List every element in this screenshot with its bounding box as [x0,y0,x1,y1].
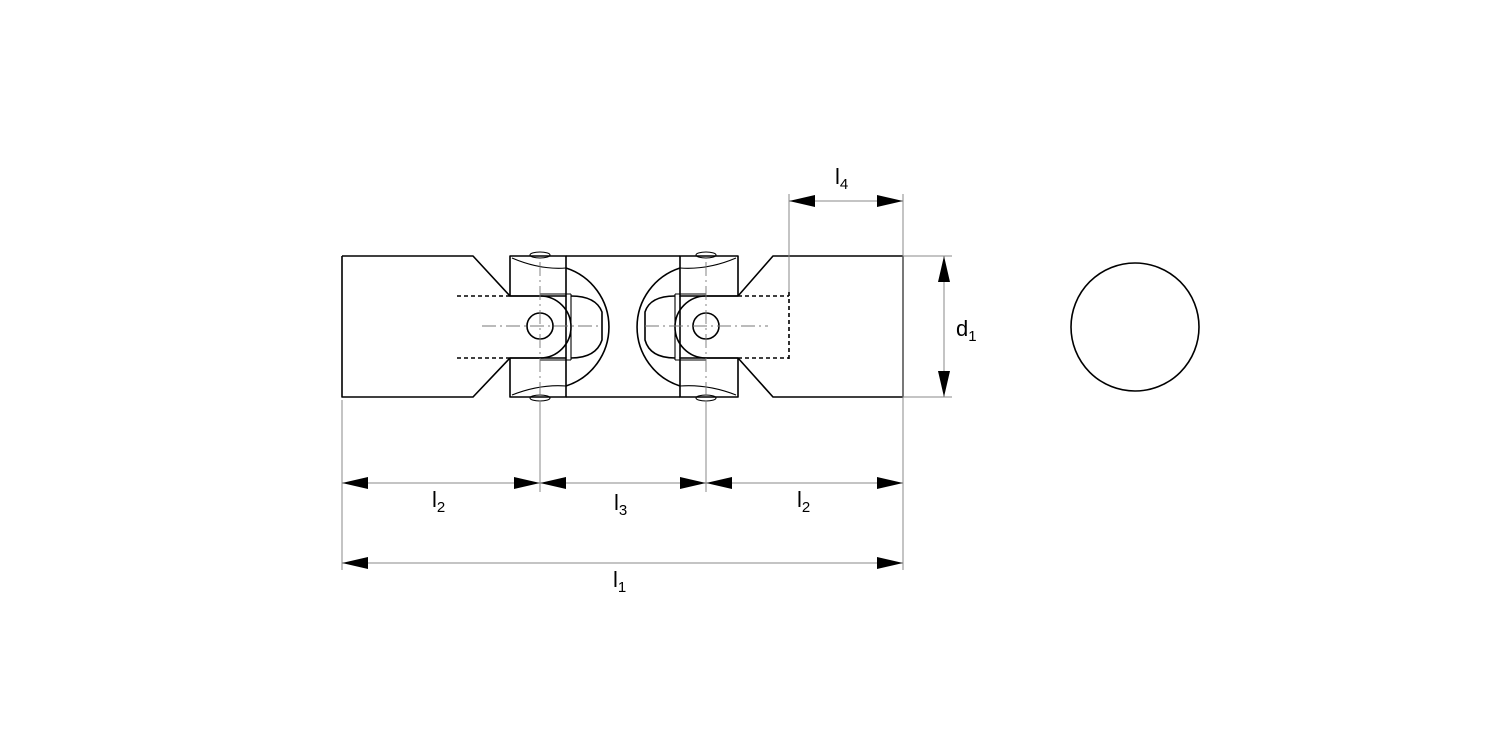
extension-lines [341,194,952,570]
dimension-l1 [342,557,903,569]
left-joint [509,251,610,402]
label-l3: l3 [614,490,628,519]
label-l2-right: l2 [797,487,811,516]
center-lines [482,262,768,400]
right-joint [636,251,739,402]
dimension-l2-l3-l2 [342,477,903,489]
label-l1: l1 [613,567,627,596]
right-shaft [737,255,904,398]
middle-body [566,255,680,398]
dimension-d1 [938,256,950,397]
label-l2-left: l2 [432,487,446,516]
dimension-l4 [789,195,903,207]
label-d1: d1 [956,316,977,345]
label-l4: l4 [835,164,849,193]
left-shaft [341,255,511,398]
end-view-circle [1070,262,1200,392]
